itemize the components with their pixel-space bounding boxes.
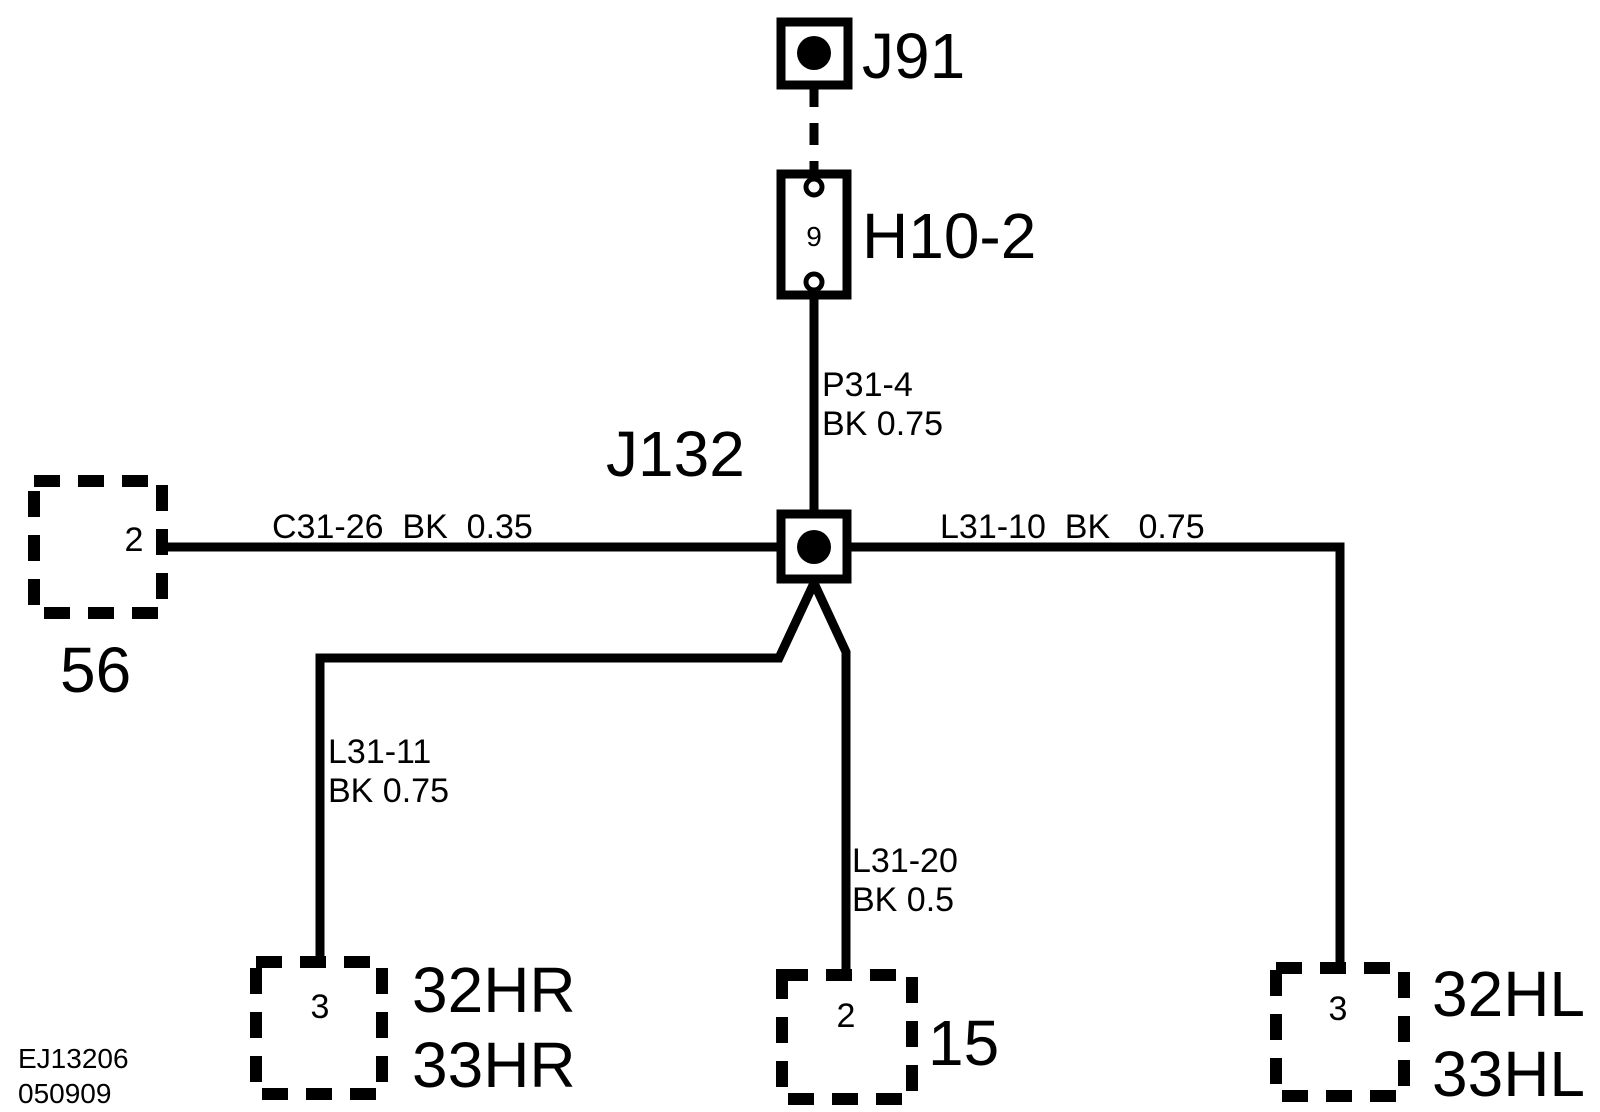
wire-l31-10	[848, 542, 1345, 968]
wire-c31-26-label: C31-26 BK 0.35	[272, 508, 533, 546]
connector-j132	[776, 509, 852, 584]
wire-l31-11	[315, 581, 819, 962]
connector-32hl-pin: 3	[1329, 990, 1348, 1028]
wire-p31-4-spec: BK 0.75	[822, 405, 943, 443]
connector-32hr	[250, 956, 388, 1100]
wire-p31-4-circuit: P31-4	[822, 366, 913, 404]
connector-32hl-label-line1: 32HL	[1432, 958, 1585, 1030]
wire-l31-11-spec: BK 0.75	[328, 772, 449, 810]
connector-56	[28, 475, 168, 619]
connector-j91-label: J91	[862, 20, 965, 92]
connector-h10-2-pin: 9	[806, 221, 822, 252]
connector-h10-2-label: H10-2	[862, 200, 1036, 272]
connector-15	[776, 969, 918, 1105]
connector-56-pin: 2	[125, 521, 144, 559]
connector-j91	[776, 17, 853, 90]
wire-l31-10-label: L31-10 BK 0.75	[940, 508, 1205, 546]
wire-l31-20-spec: BK 0.5	[852, 881, 954, 919]
connector-15-pin: 2	[837, 997, 856, 1035]
figure-reference-date: 050909	[18, 1078, 111, 1109]
connector-32hr-pin: 3	[311, 988, 330, 1026]
connector-56-label: 56	[60, 634, 131, 706]
wire-l31-20-circuit: L31-20	[852, 842, 958, 880]
connector-32hr-label-line1: 32HR	[412, 954, 576, 1026]
figure-reference-code: EJ13206	[18, 1043, 129, 1074]
wire-l31-20	[809, 581, 851, 975]
wire-l31-11-circuit: L31-11	[328, 733, 431, 771]
connector-32hl-label-line2: 33HL	[1432, 1038, 1585, 1110]
connector-32hl	[1270, 962, 1410, 1102]
connector-15-label: 15	[928, 1007, 999, 1079]
connector-j132-label: J132	[606, 418, 745, 490]
connector-32hr-label-line2: 33HR	[412, 1029, 576, 1101]
